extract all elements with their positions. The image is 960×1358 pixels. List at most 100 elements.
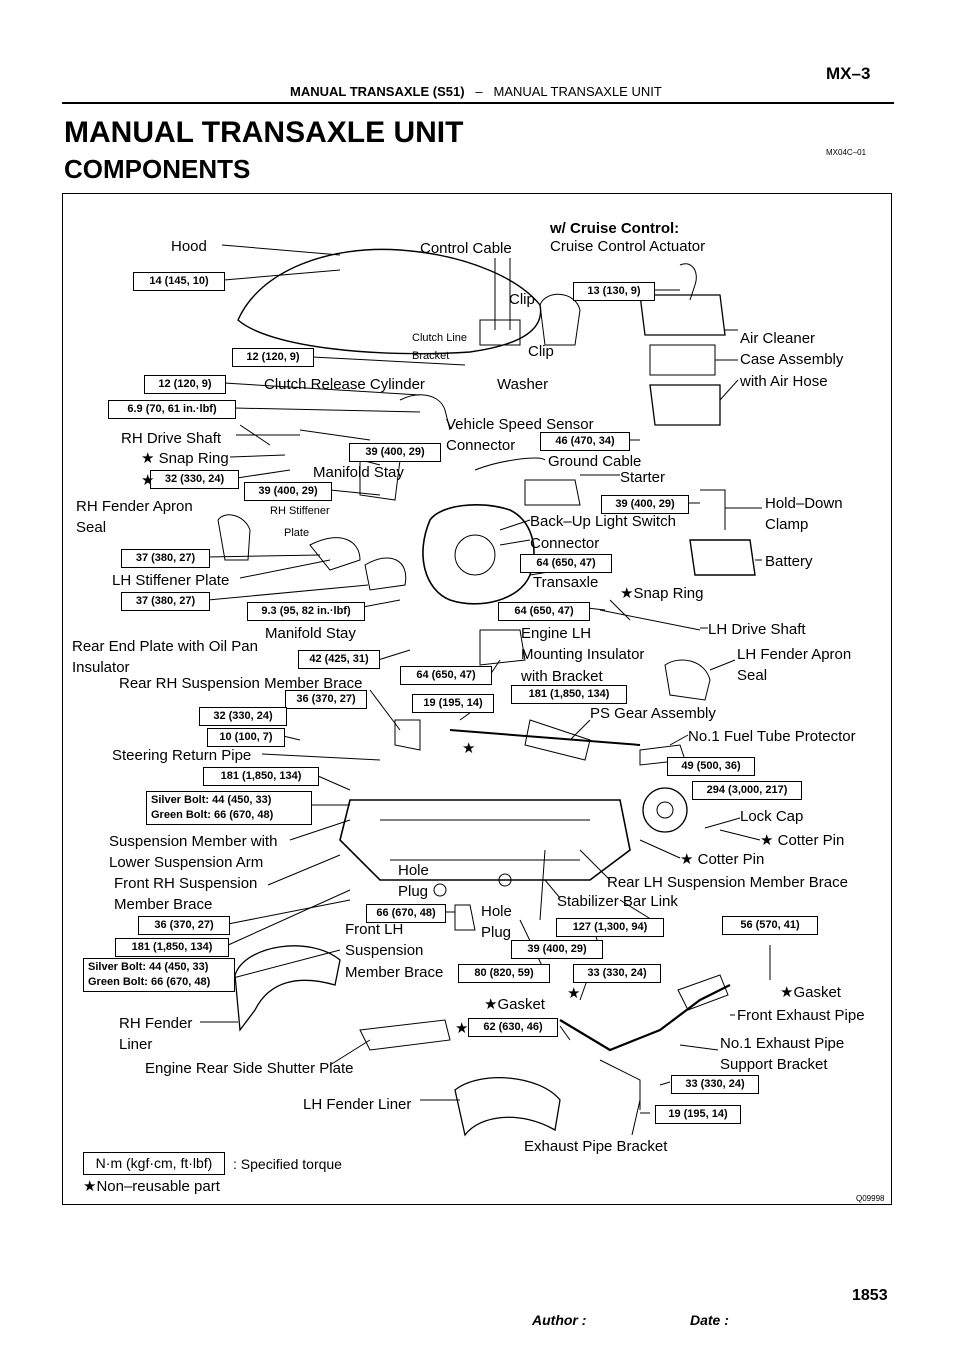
footer-date: Date : [690, 1312, 729, 1328]
label-snap-ring-lh: ★Snap Ring [620, 585, 704, 602]
label-clutch-line-2: Bracket [412, 350, 450, 362]
torque-box: 19 (195, 14) [655, 1105, 741, 1124]
label-susp-member-1: Suspension Member with [109, 833, 278, 850]
header-section: MANUAL TRANSAXLE (S51) [290, 84, 465, 99]
torque-box: 14 (145, 10) [133, 272, 225, 291]
legend-unit-box: N·m (kgf·cm, ft·lbf) [83, 1152, 225, 1175]
torque-box: 49 (500, 36) [667, 757, 755, 776]
label-front-exhaust: Front Exhaust Pipe [737, 1007, 865, 1024]
torque-box: 56 (570, 41) [722, 916, 818, 935]
label-vss-2: Connector [446, 437, 516, 454]
torque-box: 36 (370, 27) [138, 916, 230, 935]
label-front-rh-1: Front RH Suspension [114, 875, 258, 892]
label-clip-2: Clip [528, 343, 554, 360]
star-marker: ★ [455, 1020, 469, 1037]
torque-box: 32 (330, 24) [150, 470, 239, 489]
label-front-lh-2: Suspension [345, 942, 424, 959]
label-transaxle: Transaxle [533, 574, 599, 591]
label-rh-fender-apron-2: Seal [76, 519, 107, 536]
label-hold-down-1: Hold–Down [765, 495, 843, 512]
torque-green: Green Bolt: 66 (670, 48) [151, 809, 274, 821]
star-marker: ★ [567, 985, 581, 1002]
label-cotter-pin-2: ★ Cotter Pin [680, 851, 765, 868]
torque-box: 10 (100, 7) [207, 728, 285, 747]
legend-nonreusable: ★Non–reusable part [83, 1178, 220, 1195]
torque-box: 19 (195, 14) [412, 694, 494, 713]
label-backup-1: Back–Up Light Switch [530, 513, 676, 530]
label-fuel-tube: No.1 Fuel Tube Protector [688, 728, 856, 745]
label-hold-down-2: Clamp [765, 516, 809, 533]
label-lh-fender-liner: LH Fender Liner [303, 1096, 412, 1113]
label-hole-plug-1b: Plug [398, 883, 429, 900]
legend-unit-desc: : Specified torque [233, 1156, 342, 1172]
torque-box: 39 (400, 29) [349, 443, 441, 462]
header-rule [62, 102, 894, 104]
label-rh-stiffener-2: Plate [284, 527, 310, 539]
torque-box: 181 (1,850, 134) [203, 767, 319, 786]
torque-box: 39 (400, 29) [511, 940, 603, 959]
torque-box: 80 (820, 59) [458, 964, 550, 983]
torque-box: 39 (400, 29) [244, 482, 332, 501]
label-front-lh-1: Front LH [345, 921, 404, 938]
torque-box: 36 (370, 27) [285, 690, 367, 709]
torque-box: 13 (130, 9) [573, 282, 655, 301]
label-steering-return: Steering Return Pipe [112, 747, 252, 764]
label-hole-plug-2b: Plug [481, 924, 512, 941]
torque-box: 6.9 (70, 61 in.·lbf) [108, 400, 236, 419]
label-hole-plug-2a: Hole [481, 903, 512, 920]
label-lh-fender-apron-1: LH Fender Apron [737, 646, 852, 663]
label-lock-cap: Lock Cap [740, 808, 804, 825]
torque-box: 64 (650, 47) [400, 666, 492, 685]
label-air-cleaner-2: Case Assembly [740, 351, 844, 368]
torque-box: 64 (650, 47) [498, 602, 590, 621]
label-hood: Hood [171, 238, 207, 255]
label-engine-lh-2: Mounting Insulator [521, 646, 645, 663]
torque-silver: Silver Bolt: 44 (450, 33) [151, 794, 272, 806]
running-header: MANUAL TRANSAXLE (S51) – MANUAL TRANSAXL… [290, 84, 662, 99]
label-rear-end-plate-1: Rear End Plate with Oil Pan [72, 638, 258, 655]
torque-box: 127 (1,300, 94) [556, 918, 664, 937]
star-marker: ★ [141, 472, 155, 489]
label-air-cleaner-1: Air Cleaner [740, 330, 816, 347]
torque-box: 181 (1,850, 134) [511, 685, 627, 704]
torque-silver: Silver Bolt: 44 (450, 33) [88, 961, 209, 973]
label-gasket-1: ★Gasket [484, 996, 545, 1013]
label-ground-cable: Ground Cable [548, 453, 642, 470]
torque-box: 42 (425, 31) [298, 650, 380, 669]
torque-box: 12 (120, 9) [232, 348, 314, 367]
label-rear-end-plate-2: Insulator [72, 659, 130, 676]
label-snap-ring-rh: ★ Snap Ring [141, 450, 229, 467]
torque-green: Green Bolt: 66 (670, 48) [88, 976, 211, 988]
page-title: MANUAL TRANSAXLE UNIT [64, 116, 464, 149]
label-starter: Starter [620, 469, 666, 486]
label-front-rh-2: Member Brace [114, 896, 213, 913]
label-rh-fender-apron-1: RH Fender Apron [76, 498, 193, 515]
torque-box: 39 (400, 29) [601, 495, 689, 514]
label-rh-fender-liner-1: RH Fender [119, 1015, 193, 1032]
label-hole-plug-1a: Hole [398, 862, 429, 879]
page-number: 1853 [852, 1287, 888, 1304]
footer-author: Author : [532, 1312, 587, 1328]
label-lh-stiffener: LH Stiffener Plate [112, 572, 230, 589]
label-control-cable: Control Cable [420, 240, 512, 257]
torque-box: 64 (650, 47) [520, 554, 612, 573]
torque-box: 9.3 (95, 82 in.·lbf) [247, 602, 365, 621]
label-clutch-line-1: Clutch Line [412, 332, 468, 344]
label-rh-fender-liner-2: Liner [119, 1036, 153, 1053]
label-rear-lh-brace: Rear LH Suspension Member Brace [607, 874, 848, 891]
label-rh-drive-shaft: RH Drive Shaft [121, 430, 222, 447]
torque-box: 66 (670, 48) [366, 904, 446, 923]
label-engine-rear-shutter: Engine Rear Side Shutter Plate [145, 1060, 354, 1077]
torque-box: 32 (330, 24) [199, 707, 287, 726]
label-clutch-release: Clutch Release Cylinder [264, 376, 425, 393]
reference-code: MX04C–01 [826, 148, 867, 157]
label-lh-fender-apron-2: Seal [737, 667, 768, 684]
torque-box: 12 (120, 9) [144, 375, 226, 394]
label-engine-lh-3: with Bracket [521, 668, 603, 685]
torque-box: 62 (630, 46) [468, 1018, 558, 1037]
label-exhaust-bracket: Exhaust Pipe Bracket [524, 1138, 668, 1155]
label-rh-stiffener-1: RH Stiffener [270, 505, 330, 517]
label-air-cleaner-3: with Air Hose [740, 373, 828, 390]
label-washer: Washer [497, 376, 549, 393]
label-clip-1: Clip [509, 291, 535, 308]
